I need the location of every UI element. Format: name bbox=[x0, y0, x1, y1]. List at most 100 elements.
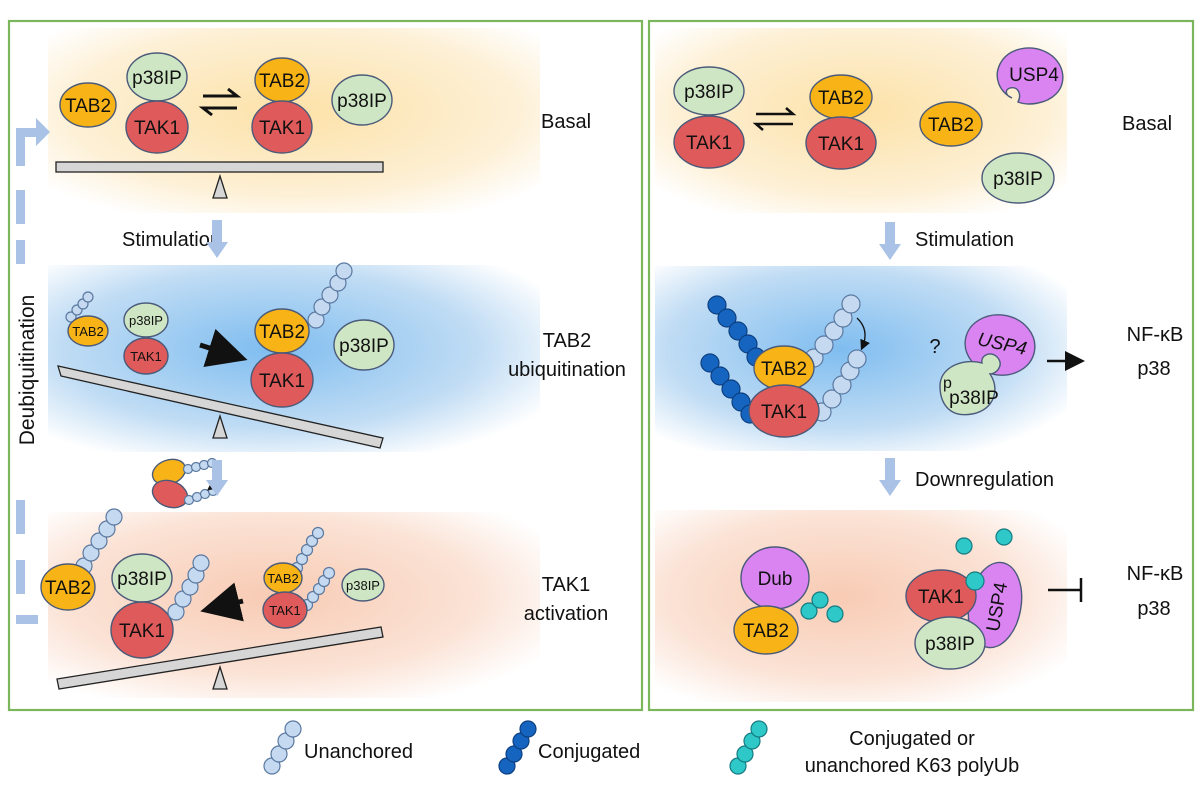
down-output-nfkb: NF-κB bbox=[1127, 563, 1184, 585]
equilibrium-arrows bbox=[752, 107, 797, 131]
legend-unanchored-icon bbox=[263, 720, 302, 775]
p38ip-small-label: p38IP bbox=[129, 313, 163, 328]
right-downregulation-arrow bbox=[879, 458, 901, 496]
inhibition-symbol bbox=[1048, 578, 1083, 602]
usp4-enzyme bbox=[996, 47, 1064, 105]
unanchored-chain-tab2 bbox=[307, 262, 353, 329]
tab2-free bbox=[919, 101, 983, 147]
right-stimulation-arrow bbox=[879, 222, 901, 260]
right-stimulation-stage: TAB2 TAK1 ? USP4 p p38IP bbox=[700, 294, 1036, 438]
tak1-a bbox=[673, 115, 745, 169]
tab2-big-label: TAB2 bbox=[259, 322, 305, 343]
p38ip bbox=[914, 616, 986, 670]
tak1-b-label: TAK1 bbox=[259, 118, 305, 139]
tab2-free-label: TAB2 bbox=[928, 115, 974, 136]
left-stimulation-arrow bbox=[206, 220, 228, 258]
unanchored-chain-small bbox=[65, 291, 94, 323]
tak1-a-label: TAK1 bbox=[134, 118, 180, 139]
stim-output-p38: p38 bbox=[1137, 358, 1170, 380]
legend-k63-label-2: unanchored K63 polyUb bbox=[805, 755, 1020, 777]
balance-beam-level bbox=[55, 161, 384, 173]
tak1-b-label: TAK1 bbox=[818, 134, 864, 155]
conjugated-chain-tab2 bbox=[707, 295, 766, 367]
usp4-label: USP4 bbox=[1009, 65, 1059, 86]
tab2-a-label: TAB2 bbox=[818, 88, 864, 109]
p38ip-free bbox=[981, 152, 1055, 204]
right-basal-label: Basal bbox=[1122, 113, 1172, 135]
p38ip-label: p38IP bbox=[925, 634, 975, 655]
tak1-small-label: TAK1 bbox=[130, 349, 162, 364]
p38ip-free-label: p38IP bbox=[993, 169, 1043, 190]
tak1-small bbox=[123, 337, 169, 375]
left-basal-stage: TAB2 p38IP TAK1 TAB2 TAK1 p38IP bbox=[55, 52, 393, 199]
down-output-p38: p38 bbox=[1137, 598, 1170, 620]
stim-output-nfkb: NF-κB bbox=[1127, 324, 1184, 346]
legend: Unanchored Conjugated Conjugated or unan… bbox=[263, 720, 1020, 777]
legend-unanchored-label: Unanchored bbox=[304, 741, 413, 763]
fulcrum bbox=[212, 664, 228, 690]
right-basal-stage: p38IP TAK1 TAB2 TAK1 TAB2 USP4 p38IP bbox=[673, 47, 1064, 204]
tab2-small-label: TAB2 bbox=[72, 324, 104, 339]
phospho-p38ip bbox=[939, 353, 1001, 416]
left-basal-label: Basal bbox=[541, 111, 591, 133]
equilibrium-arrows bbox=[198, 87, 242, 117]
tak1-b bbox=[805, 116, 877, 170]
ubiquitination-label-2: ubiquitination bbox=[508, 359, 626, 381]
p38ip-bound-label: p38IP bbox=[132, 68, 182, 89]
tab2-free-label: TAB2 bbox=[65, 96, 111, 117]
p38ip-bound-label: p38IP bbox=[117, 569, 167, 590]
legend-conjugated-icon bbox=[498, 720, 537, 775]
left-panel-border bbox=[7, 19, 644, 712]
p38ip-small-label: p38IP bbox=[346, 578, 380, 593]
p38ip-big bbox=[333, 319, 395, 371]
tab2-small-label: TAB2 bbox=[267, 571, 299, 586]
left-stimulation-label: Stimulation bbox=[122, 229, 221, 251]
unanchored-chain-tak1 bbox=[167, 554, 210, 621]
dub-label: Dub bbox=[758, 569, 793, 590]
k63-ub-free bbox=[955, 528, 1013, 555]
legend-conjugated-label: Conjugated bbox=[538, 741, 640, 763]
tab2-bound-label: TAB2 bbox=[259, 71, 305, 92]
p38ip-free-label: p38IP bbox=[337, 91, 387, 112]
balance-beam-tilted-left bbox=[56, 626, 384, 690]
tab2 bbox=[733, 605, 799, 655]
tak1-label: TAK1 bbox=[918, 587, 964, 608]
forward-arrow bbox=[199, 328, 248, 368]
tak1-big-label: TAK1 bbox=[259, 371, 305, 392]
p38ip-big-label: p38IP bbox=[339, 336, 389, 357]
p38ip-a bbox=[673, 66, 745, 116]
p38ip-label: p38IP bbox=[949, 388, 999, 409]
tab2-released bbox=[40, 563, 96, 611]
tak1-activated-label: TAK1 bbox=[119, 621, 165, 642]
left-transition-arrow bbox=[206, 460, 228, 496]
tab2-small bbox=[67, 315, 109, 347]
k63-ub-released bbox=[800, 591, 844, 623]
p38ip-small bbox=[123, 302, 169, 338]
downregulation-label: Downregulation bbox=[915, 469, 1054, 491]
tak1-small bbox=[262, 591, 308, 629]
legend-k63-label-1: Conjugated or bbox=[849, 728, 975, 750]
tab2-label: TAB2 bbox=[761, 359, 807, 380]
p38ip-small bbox=[341, 568, 385, 602]
left-activation-stage: TAB2 p38IP TAK1 TAB2 TAK1 p38IP bbox=[40, 508, 385, 690]
tak1 bbox=[748, 384, 820, 438]
right-downregulation-stage: Dub TAB2 USP4 TAK1 p38IP bbox=[733, 528, 1023, 670]
transition-complex bbox=[151, 457, 219, 509]
tak1-b bbox=[251, 100, 313, 154]
reverse-arrow bbox=[200, 582, 244, 622]
tab2-released-label: TAB2 bbox=[45, 578, 91, 599]
tab2-free bbox=[59, 82, 117, 128]
k63-ub-bound bbox=[965, 571, 985, 591]
fulcrum bbox=[212, 173, 228, 199]
tak1-big bbox=[250, 352, 314, 408]
activation-label-1: TAK1 bbox=[542, 574, 591, 596]
phospho-mark: p bbox=[943, 375, 952, 392]
p38ip-a-label: p38IP bbox=[684, 82, 734, 103]
tak1-small-label: TAK1 bbox=[269, 603, 301, 618]
right-panel-border bbox=[647, 19, 1195, 712]
deubiquitination-feedback-arrow bbox=[16, 118, 50, 624]
activation-label-2: activation bbox=[524, 603, 609, 625]
tak1-a-label: TAK1 bbox=[686, 133, 732, 154]
legend-k63-icon bbox=[729, 720, 768, 775]
